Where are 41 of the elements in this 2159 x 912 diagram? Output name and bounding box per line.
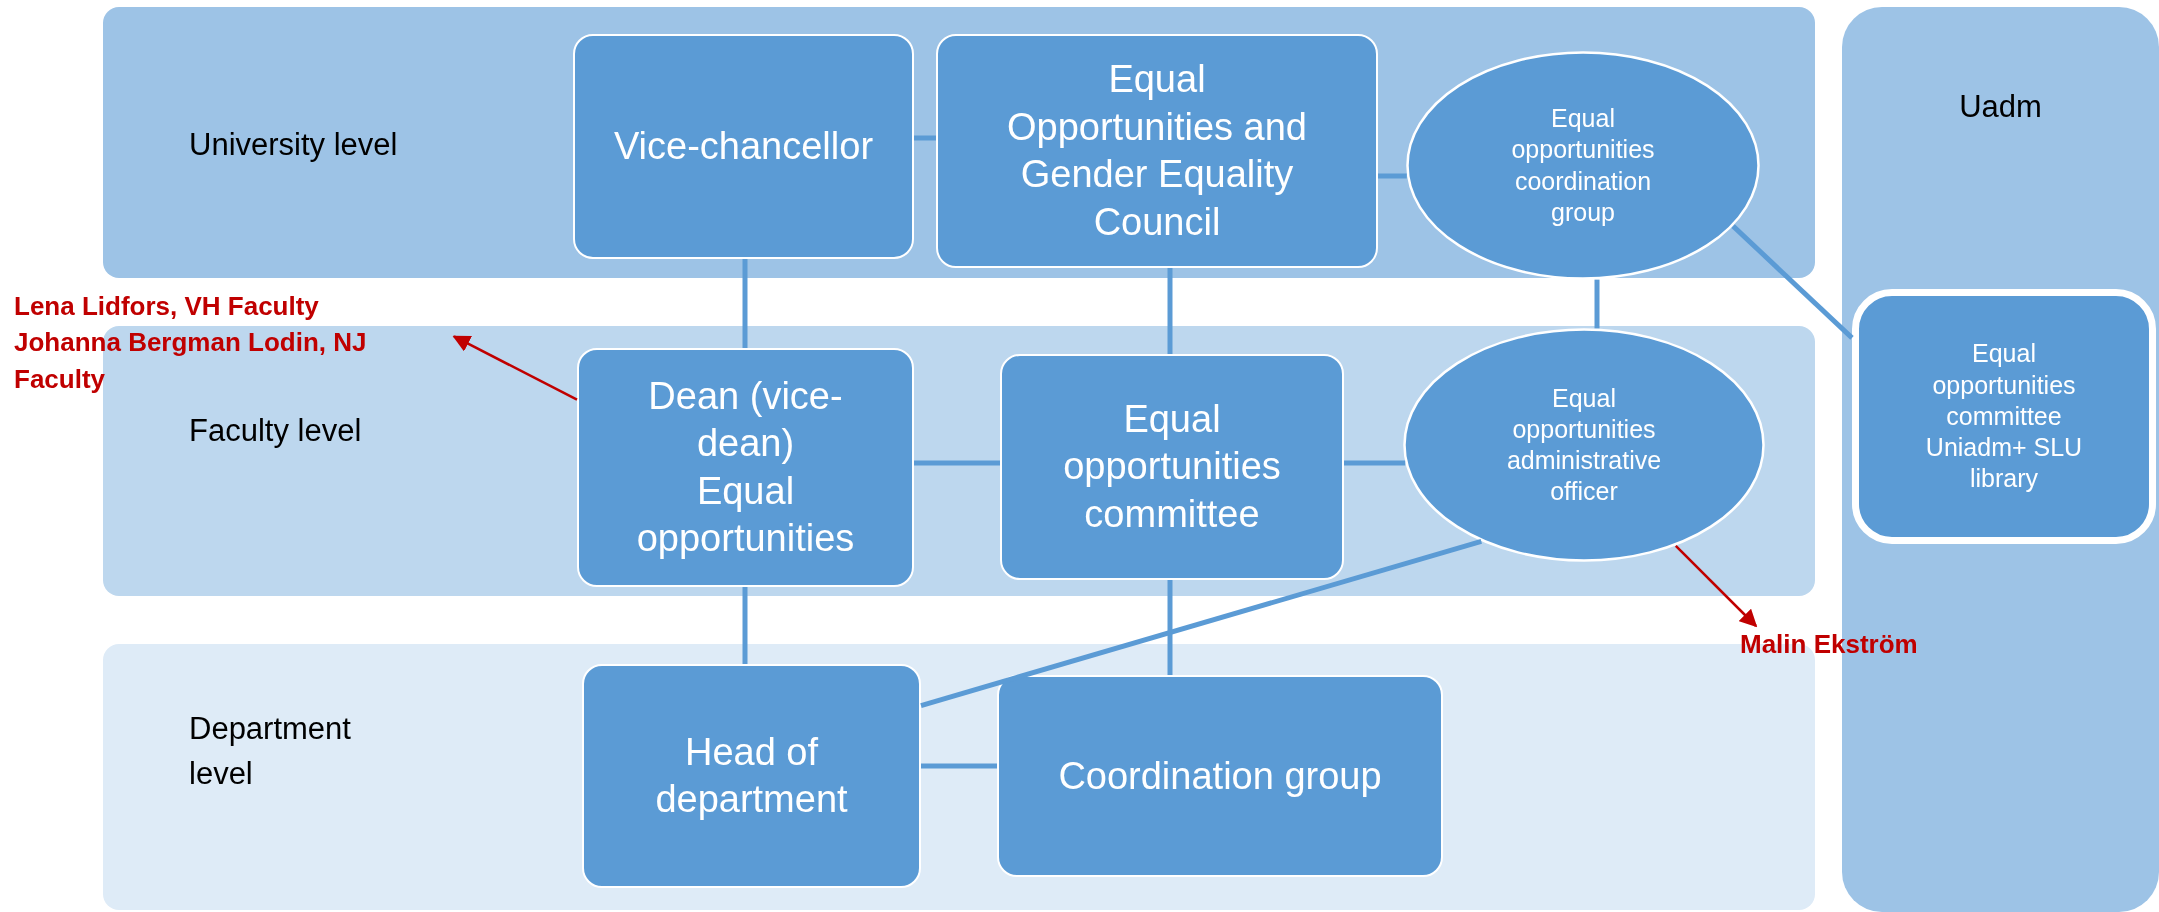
process-box [1852, 289, 2156, 544]
node-label: Equal opportunities committee Uniadm+ SLU library [1924, 338, 2084, 495]
connector-line [914, 460, 1000, 466]
process-box [573, 34, 914, 259]
level-label: University level [189, 125, 399, 164]
process-box [582, 664, 921, 888]
column-title: Uadm [1958, 89, 2043, 125]
annotation-text: Malin Ekström [1740, 628, 1919, 661]
connector-line [1731, 224, 1854, 340]
node-label: Vice-chancellor [613, 123, 874, 169]
connector-line [1594, 279, 1600, 329]
node-label: Equal Opportunities and Gender Equality Council [1006, 57, 1308, 245]
connector-line [914, 135, 936, 141]
process-box [997, 675, 1443, 877]
level-band [103, 7, 1815, 278]
node-label: Dean (vice-dean) [647, 373, 844, 466]
connector-line [1378, 173, 1407, 179]
connector-line [742, 587, 748, 664]
arrow [452, 335, 578, 401]
connector-line [742, 259, 748, 348]
annotation-text: Johanna Bergman Lodin, NJ Faculty [14, 326, 368, 396]
level-label: Faculty level [189, 411, 363, 450]
level-label: Department level [189, 710, 352, 793]
node-label: Equal opportunities [635, 468, 856, 561]
connector-line [1344, 460, 1406, 466]
connector-line [920, 538, 1482, 708]
node-label: Equal opportunities coordination group [1510, 103, 1656, 228]
arrow [1674, 544, 1758, 628]
process-box [936, 34, 1378, 268]
connector-line [1167, 268, 1173, 354]
ellipse-node [1406, 51, 1760, 280]
ellipse-node [1403, 328, 1765, 562]
annotation-text: Lena Lidfors, VH Faculty [14, 290, 320, 323]
connector-line [921, 763, 997, 769]
process-box [577, 348, 914, 587]
process-box [1000, 354, 1344, 580]
node-label: Equal opportunities committee [1062, 396, 1282, 537]
connector-line [1167, 580, 1173, 675]
node-label: Equal opportunities administrative officer [1505, 382, 1663, 508]
node-label: Coordination group [1058, 754, 1382, 799]
node-label: Head of department [654, 729, 849, 822]
